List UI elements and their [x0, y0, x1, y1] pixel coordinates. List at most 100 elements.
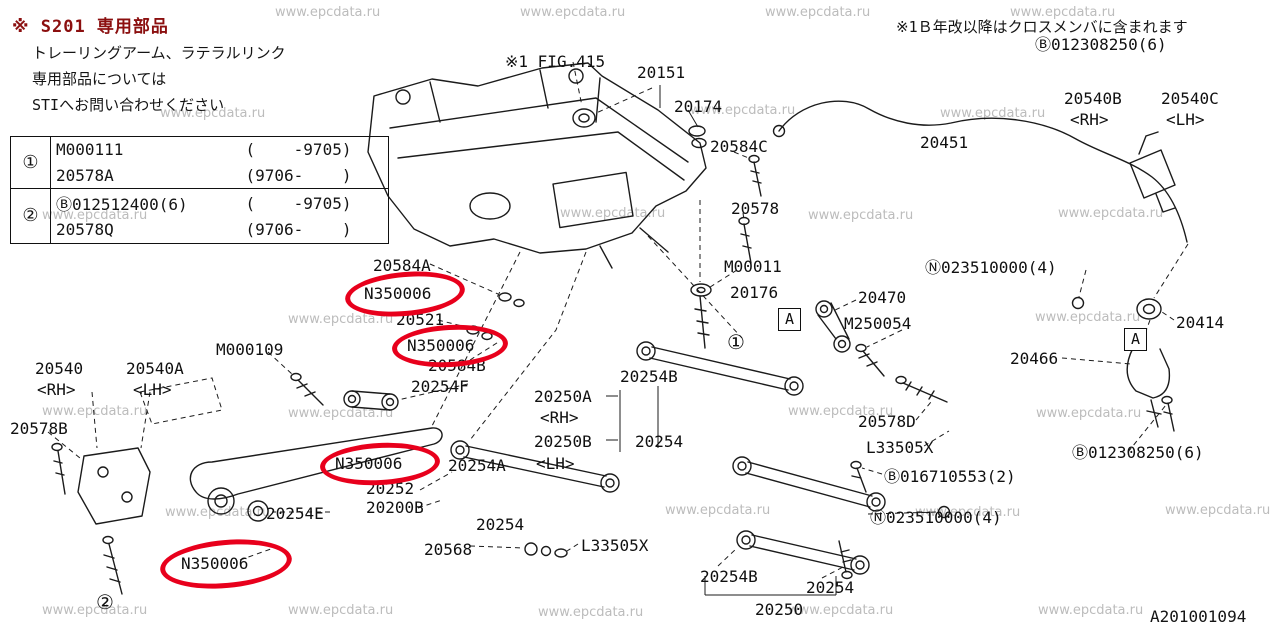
- bolt-012308250: [1161, 395, 1173, 405]
- watermark: www.epcdata.ru: [808, 208, 914, 223]
- part-label: <LH>: [536, 454, 575, 473]
- table-row: 20578Q (9706- ): [11, 217, 389, 243]
- callout-number: ①: [10, 136, 51, 189]
- part-label: Ⓑ012308250(6): [1072, 443, 1204, 462]
- drop-link-20470: [815, 300, 833, 318]
- watermark: www.epcdata.ru: [1058, 206, 1164, 221]
- callout-number: ②: [96, 590, 114, 614]
- nut-023510000-lower: [937, 505, 951, 519]
- part-label: 20584C: [710, 137, 768, 156]
- watermark: www.epcdata.ru: [560, 206, 666, 221]
- part-label: M250054: [844, 314, 912, 333]
- watermark: www.epcdata.ru: [665, 503, 771, 518]
- bolt-M250054: [855, 343, 867, 353]
- part-label: 20254B: [620, 367, 678, 386]
- bushing-20254E: [247, 500, 269, 522]
- part-label: 20470: [858, 288, 907, 307]
- stabilizer-bar: [778, 100, 1188, 243]
- part-label: 20151: [637, 63, 686, 82]
- part-label: 20540B: [1064, 89, 1122, 108]
- part-label: 20254A: [448, 456, 506, 475]
- part-label: 20254: [806, 578, 855, 597]
- part-label: <LH>: [133, 380, 172, 399]
- part-label: 20466: [1010, 349, 1059, 368]
- hardware-20568: [524, 542, 538, 556]
- watermark: www.epcdata.ru: [1035, 310, 1141, 325]
- bracket-20466: [1126, 347, 1171, 399]
- watermark: www.epcdata.ru: [765, 5, 871, 20]
- watermark: www.epcdata.ru: [1010, 5, 1116, 20]
- part-label: N350006: [407, 336, 475, 355]
- watermark: www.epcdata.ru: [1165, 503, 1271, 518]
- part-label: 20254F: [411, 377, 469, 396]
- part-label: 20584B: [428, 356, 486, 375]
- part-label: 20252: [366, 479, 415, 498]
- crossmember-outline: [367, 62, 707, 254]
- bolt-20578D: [895, 375, 907, 385]
- watermark: www.epcdata.ru: [42, 603, 148, 618]
- watermark: www.epcdata.ru: [160, 106, 266, 121]
- bolt-bottom-right: [841, 570, 853, 580]
- watermark: www.epcdata.ru: [275, 5, 381, 20]
- watermark: www.epcdata.ru: [1036, 406, 1142, 421]
- part-label: 20414: [1176, 313, 1225, 332]
- part-label: 20250B: [534, 432, 592, 451]
- special-parts-note: ※ S201 専用部品 トレーリングアーム、ラテラルリンク 専用部品については …: [12, 12, 286, 115]
- part-label: 20254B: [700, 567, 758, 586]
- part-label: M000109: [216, 340, 284, 359]
- watermark: www.epcdata.ru: [538, 605, 644, 620]
- date-range-cell: (9706- ): [245, 165, 352, 185]
- stab-bracket: [1129, 149, 1176, 199]
- part-label: 20254E: [266, 504, 324, 523]
- watermark: www.epcdata.ru: [288, 406, 394, 421]
- part-label: N350006: [181, 554, 249, 573]
- bracket-20578B: [77, 447, 151, 525]
- part-label: <RH>: [540, 408, 579, 427]
- part-label: L33505X: [866, 438, 934, 457]
- bushing-20414: [1136, 298, 1162, 320]
- part-label: 20578D: [858, 412, 916, 431]
- part-label: 20254: [635, 432, 684, 451]
- table-row: ① M000111 ( -9705): [10, 136, 389, 189]
- part-label: 20578B: [10, 419, 68, 438]
- part-label: L33505X: [581, 536, 649, 555]
- lateral-link-lower: [749, 534, 857, 571]
- part-label: ※1 FIG.415: [505, 52, 606, 71]
- part-label: 20540: [35, 359, 84, 378]
- note-line: 専用部品については: [32, 70, 167, 88]
- note-title: ※ S201 専用部品: [12, 17, 169, 37]
- part-label: N350006: [364, 284, 432, 303]
- part-number-cell: M000111: [56, 140, 124, 160]
- watermark: www.epcdata.ru: [940, 106, 1046, 121]
- part-label: 20451: [920, 133, 969, 152]
- view-marker-box: A: [778, 308, 801, 331]
- crossmember-note: ※1Ｂ年改以降はクロスメンバに含まれます: [896, 18, 1188, 36]
- part-label: 20540C: [1161, 89, 1219, 108]
- note-line: トレーリングアーム、ラテラルリンク: [32, 44, 286, 62]
- watermark: www.epcdata.ru: [288, 312, 394, 327]
- washer-20176: [690, 283, 712, 297]
- bolt-M000109: [290, 372, 302, 382]
- part-label: 20568: [424, 540, 473, 559]
- part-label: 20250: [755, 600, 804, 619]
- bolt-lower-left: [102, 535, 114, 545]
- lateral-link-upper: [649, 346, 791, 391]
- watermark: www.epcdata.ru: [42, 404, 148, 419]
- part-label: N350006: [335, 454, 403, 473]
- part-label: 20200B: [366, 498, 424, 517]
- part-label: 20521: [396, 310, 445, 329]
- part-label: 20250A: [534, 387, 592, 406]
- table-row: ② Ⓑ012512400(6) ( -9705): [10, 188, 389, 243]
- part-label: 20584A: [373, 256, 431, 275]
- bolt-left: [51, 442, 63, 452]
- watermark: www.epcdata.ru: [690, 103, 796, 118]
- drawing-number: A201001094: [1150, 607, 1247, 626]
- part-label: <RH>: [37, 380, 76, 399]
- bushing-20151: [572, 108, 596, 128]
- part-number-cell: Ⓑ012512400(6): [50, 188, 241, 217]
- applicability-table: ① M000111 ( -9705) 20578A (9706- ) ② Ⓑ01…: [10, 136, 389, 244]
- bushing-20200B: [207, 487, 235, 515]
- watermark: www.epcdata.ru: [520, 5, 626, 20]
